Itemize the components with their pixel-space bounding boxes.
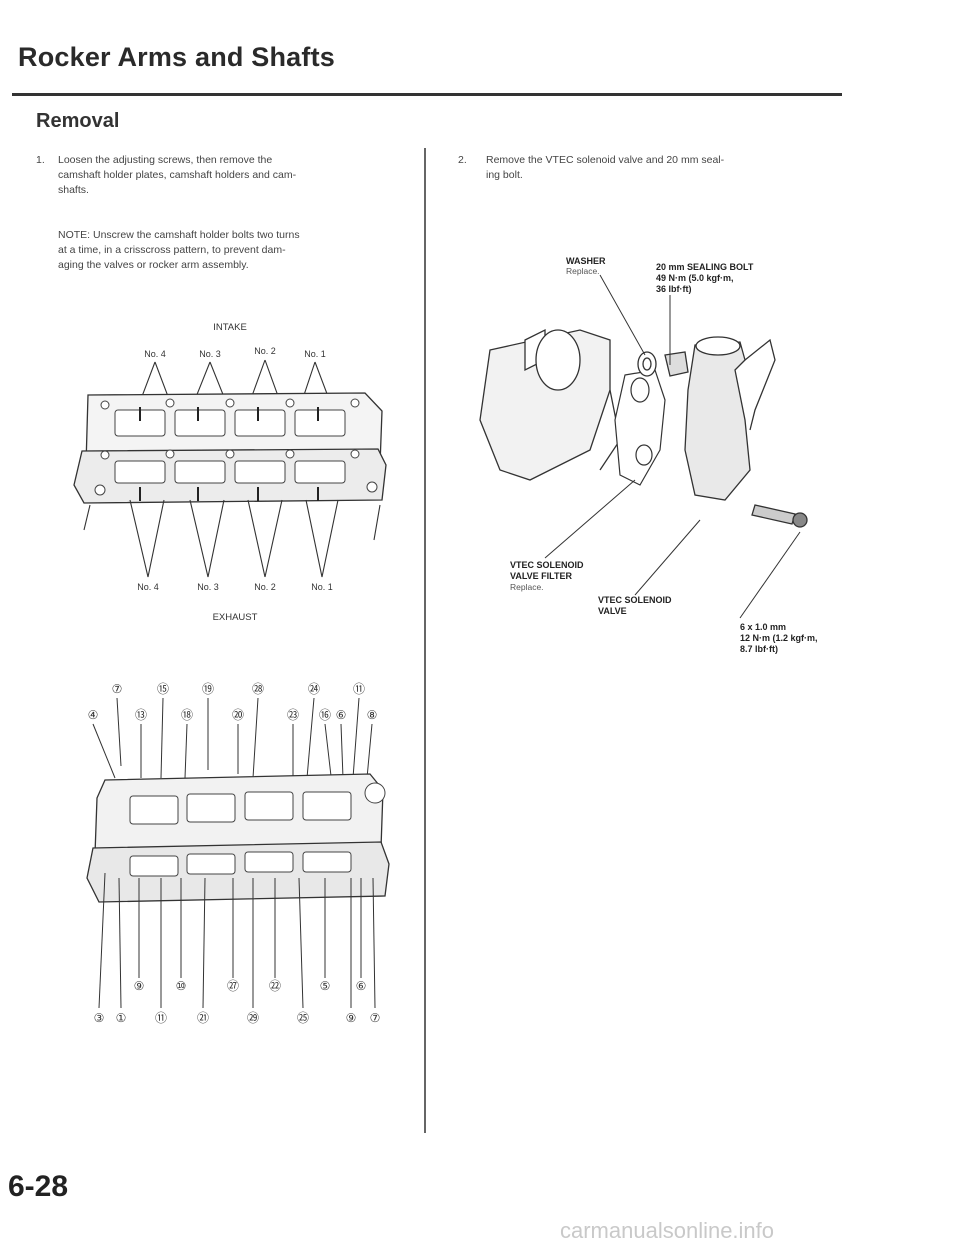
cylinder-head-illustration: INTAKE No. 4 No. 3 No. 2 No. 1 [73,322,387,623]
sequence-number: ㉘ [252,682,264,696]
sequence-number: ⑪ [353,682,365,696]
step-1-line: Loosen the adjusting screws, then remove… [58,154,273,166]
sequence-number: ⑦ [370,1011,381,1025]
note: NOTE: Unscrew the camshaft holder bolts … [58,228,398,273]
filter-line: VALVE FILTER [510,571,572,581]
watermark: carmanualsonline.info [560,1218,775,1243]
sequence-number: ⑥ [336,708,347,722]
bolt-spec-line: 8.7 lbf·ft) [740,644,778,654]
bottom-cyl-label: No. 4 [137,582,159,592]
step-2-number: 2. [458,154,467,166]
sequence-number: ⑩ [176,979,187,993]
page-title: Rocker Arms and Shafts [18,42,335,72]
bottom-cyl-label: No. 2 [254,582,276,592]
vtec-solenoid-illustration [479,328,808,528]
sequence-number: ㉙ [247,1011,259,1025]
top-cyl-label: No. 3 [199,349,221,359]
sequence-number: ⑨ [134,979,145,993]
sequence-number: ⑪ [155,1011,167,1025]
sealing-bolt-shape [664,351,689,377]
step-1-line: shafts. [58,184,89,196]
solenoid-valve-line: VTEC SOLENOID [598,595,672,605]
page-number: 6-28 [8,1170,69,1203]
filter-line: VTEC SOLENOID [510,560,584,570]
sequence-number: ⑳ [232,708,244,722]
note-line: NOTE: Unscrew the camshaft holder bolts … [58,229,300,241]
top-cyl-label: No. 4 [144,349,166,359]
sealing-bolt-line: 20 mm SEALING BOLT [656,262,754,272]
solenoid-bolt-shape [751,504,796,525]
note-line: aging the valves or rocker arm assembly. [58,259,249,271]
sequence-number: ④ [88,708,99,722]
section-title: Removal [36,110,120,132]
sequence-number: ⑲ [202,682,214,696]
washer-label: WASHER [566,256,606,266]
sequence-number: ⑱ [181,708,193,722]
sequence-number: ㉑ [197,1011,209,1025]
solenoid-valve-line: VALVE [598,606,627,616]
bottom-cyl-label: No. 1 [311,582,333,592]
sequence-number: ㉓ [287,708,299,722]
bolt-spec-line: 12 N·m (1.2 kgf·m, [740,633,818,643]
sequence-number: ⑬ [135,708,147,722]
leader-lines [544,274,801,619]
sequence-number: ⑦ [112,682,123,696]
step-1-number: 1. [36,154,45,166]
sealing-bolt-line: 49 N·m (5.0 kgf·m, [656,273,734,283]
sequence-number: ⑧ [367,708,378,722]
solenoid-valve-label: VTEC SOLENOID VALVE [598,595,672,617]
step-2-text: Remove the VTEC solenoid valve and 20 mm… [486,153,826,183]
title-rule [12,93,842,96]
bolt-sequence-figure: ⑦ ⑮ ⑲ ㉘ ㉔ ⑪ ④ ⑬ ⑱ ⑳ ㉓ ⑯ ⑥ ⑧ [75,678,405,1058]
step-2-line: Remove the VTEC solenoid valve and 20 mm… [486,154,725,166]
sequence-number: ⑨ [346,1011,357,1025]
note-line: at a time, in a crisscross pattern, to p… [58,244,286,256]
bolt-sequence-illustration: ⑦ ⑮ ⑲ ㉘ ㉔ ⑪ ④ ⑬ ⑱ ⑳ ㉓ ⑯ ⑥ ⑧ [86,682,390,1025]
step-2-line: ing bolt. [486,169,523,181]
sequence-number: ⑤ [320,979,331,993]
bolt-spec-line: 6 x 1.0 mm [740,622,787,632]
sealing-bolt-label: 20 mm SEALING BOLT 49 N·m (5.0 kgf·m, 36… [656,262,753,295]
sequence-number: ㉒ [269,979,281,993]
sequence-number: ㉔ [308,682,320,696]
exhaust-label: EXHAUST [213,612,258,623]
sequence-number: ⑯ [319,708,331,722]
sequence-number: ㉕ [297,1011,309,1025]
holder-removal-figure: INTAKE No. 4 No. 3 No. 2 No. 1 [60,315,400,645]
top-cyl-label: No. 1 [304,349,326,359]
bottom-cyl-label: No. 3 [197,582,219,592]
filter-label: VTEC SOLENOID VALVE FILTER Replace. [510,560,584,593]
vtec-solenoid-figure [470,300,830,560]
column-divider [424,148,426,1133]
step-1-text: Loosen the adjusting screws, then remove… [58,153,398,198]
intake-label: INTAKE [213,322,247,333]
sequence-number: ⑮ [157,682,169,696]
bolt-spec-label: 6 x 1.0 mm 12 N·m (1.2 kgf·m, 8.7 lbf·ft… [740,622,818,655]
step-1-line: camshaft holder plates, camshaft holders… [58,169,297,181]
sealing-bolt-line: 36 lbf·ft) [656,284,692,294]
sequence-number: ㉗ [227,979,239,993]
washer-note: Replace. [566,266,600,276]
top-cyl-label: No. 2 [254,346,276,356]
sequence-number: ① [116,1011,127,1025]
filter-note: Replace. [510,582,544,592]
sequence-number: ③ [94,1011,105,1025]
sequence-number: ⑥ [356,979,367,993]
